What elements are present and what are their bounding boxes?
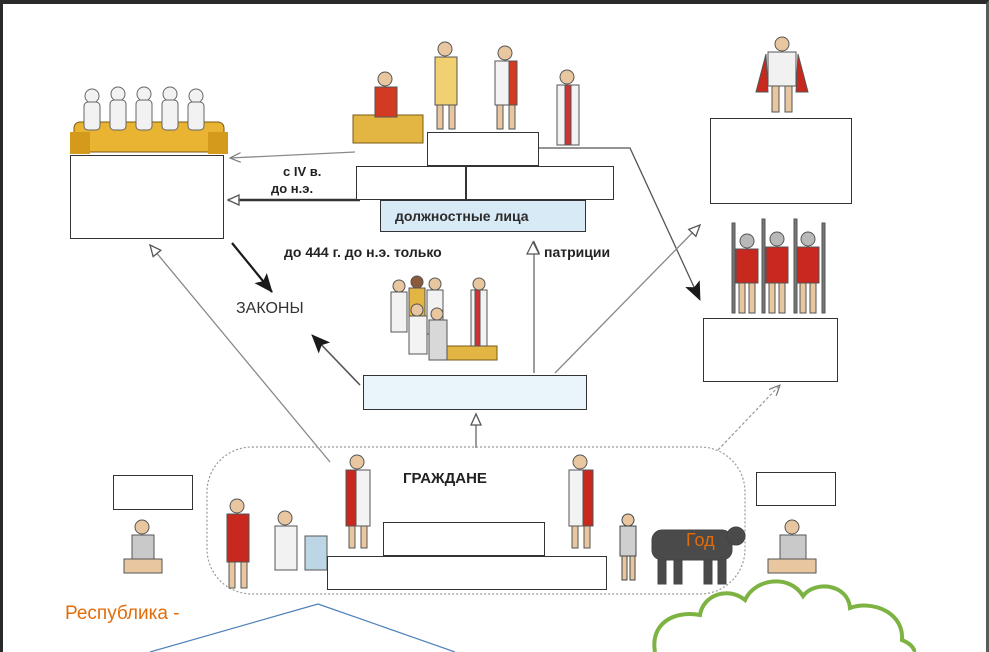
callout-line-right xyxy=(317,603,456,652)
citizen-figures-left-icon xyxy=(226,498,328,589)
citizen-figure-icon-right xyxy=(568,454,594,549)
senate-blank-box[interactable] xyxy=(70,155,224,239)
citizens-frame xyxy=(206,446,746,595)
citizens-label: ГРАЖДАНЕ xyxy=(403,470,487,487)
patricians-note: до 444 г. до н.э. только xyxy=(284,244,442,260)
official-blank-box-right[interactable] xyxy=(466,166,614,200)
consul-figures-icon xyxy=(352,41,580,146)
arrow-to-laws xyxy=(311,334,361,386)
assembly-blank-box[interactable] xyxy=(363,375,587,410)
right-class-blank-box[interactable] xyxy=(756,472,836,506)
arrow-assembly-to-general xyxy=(554,223,702,374)
assembly-crowd-icon xyxy=(390,275,498,361)
soldiers-group-icon xyxy=(731,218,826,314)
general-icon xyxy=(755,36,809,113)
general-blank-box[interactable] xyxy=(710,118,852,204)
arrow-senate-to-laws xyxy=(231,242,273,293)
arrow-text-bottom: до н.э. xyxy=(271,181,314,196)
officials-box: должностные лица xyxy=(380,200,586,232)
citizens-upper-blank-box[interactable] xyxy=(383,522,545,556)
arrow-citizens-to-senate xyxy=(148,243,331,463)
slave-figure-icon-right xyxy=(767,519,817,574)
citizen-figure-icon xyxy=(345,454,371,549)
republic-label: Республика - xyxy=(65,603,180,624)
citizens-lower-blank-box[interactable] xyxy=(327,556,607,590)
arrow-citizens-to-army xyxy=(717,385,780,451)
laws-label: ЗАКОНЫ xyxy=(236,300,304,317)
senators-group-icon xyxy=(70,86,228,154)
slave-figure-icon-left xyxy=(123,519,163,574)
arrow-text-top: с IV в. xyxy=(283,164,322,179)
consul-blank-box[interactable] xyxy=(427,132,539,166)
officials-label: должностные лица xyxy=(395,208,529,224)
ox-plough-icon xyxy=(619,513,746,585)
official-blank-box-left[interactable] xyxy=(356,166,466,200)
patricians-word: патриции xyxy=(544,244,611,260)
green-cloud-shape xyxy=(652,579,917,652)
arrow-officials-to-senate-upper xyxy=(230,151,356,158)
callout-line-left xyxy=(149,603,319,652)
army-blank-box[interactable] xyxy=(703,318,838,382)
left-class-blank-box[interactable] xyxy=(113,475,193,510)
year-label: Год xyxy=(686,530,715,550)
